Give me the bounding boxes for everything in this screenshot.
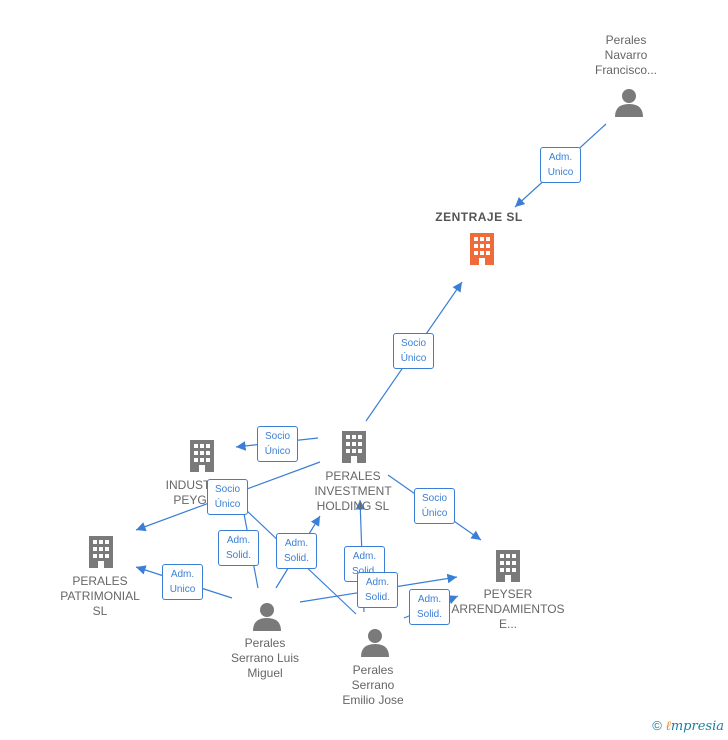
node-label-luis-miguel[interactable]: Perales Serrano Luis Miguel	[230, 636, 300, 680]
node-label-zentraje[interactable]: ZENTRAJE SL	[435, 210, 523, 224]
empresia-logo: © ℓmpresia	[652, 718, 724, 734]
brand-initial: ℓ	[665, 719, 671, 734]
brand-name: mpresia	[670, 719, 724, 734]
building-icon[interactable]	[492, 548, 524, 582]
edge-label-adm-unico[interactable]: Adm. Unico	[540, 147, 581, 183]
edge-label-adm-unico[interactable]: Adm. Unico	[162, 564, 203, 600]
node-label-peyser[interactable]: PEYSER ARRENDAMIENTOS E...	[451, 587, 565, 631]
node-label-investment[interactable]: PERALES INVESTMENT HOLDING SL	[314, 469, 392, 513]
person-icon[interactable]	[614, 88, 644, 118]
edge-label-adm-solid[interactable]: Adm. Solid.	[218, 530, 259, 566]
copyright-symbol: ©	[652, 718, 662, 733]
node-label-emilio-jose[interactable]: Perales Serrano Emilio Jose	[342, 663, 404, 707]
edge-label-adm-solid[interactable]: Adm. Solid.	[409, 589, 450, 625]
building-icon[interactable]	[186, 438, 218, 472]
person-icon[interactable]	[252, 602, 282, 632]
building-icon[interactable]	[338, 429, 370, 463]
node-label-perales-navarro[interactable]: Perales Navarro Francisco...	[594, 33, 657, 77]
building-icon[interactable]	[85, 534, 117, 568]
edge-label-socio-unico[interactable]: Socio Único	[414, 488, 455, 524]
edge-label-adm-solid[interactable]: Adm. Solid.	[276, 533, 317, 569]
node-label-patrimonial[interactable]: PERALES PATRIMONIAL SL	[60, 574, 140, 618]
edge-label-socio-unico[interactable]: Socio Único	[257, 426, 298, 462]
edge-label-adm-solid[interactable]: Adm. Solid.	[357, 572, 398, 608]
building-icon[interactable]	[466, 231, 498, 265]
edge-label-socio-unico[interactable]: Socio Único	[207, 479, 248, 515]
edge-label-socio-unico[interactable]: Socio Único	[393, 333, 434, 369]
person-icon[interactable]	[360, 628, 390, 658]
